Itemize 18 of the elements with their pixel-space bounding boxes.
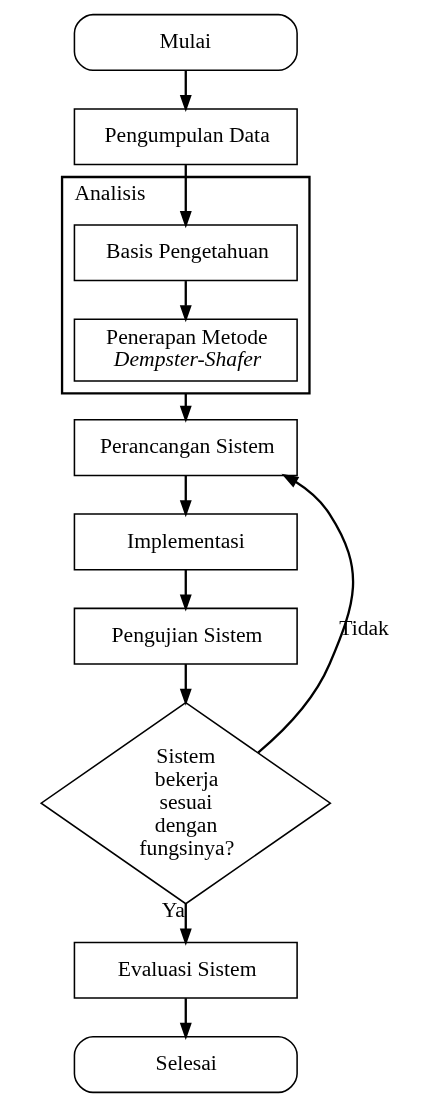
arrow — [179, 569, 192, 612]
arrow — [179, 281, 192, 323]
node-box: Perancangan Sistem — [73, 418, 298, 477]
node-box: Penerapan Metode Dempster-Shafer — [73, 318, 298, 382]
arrow — [179, 903, 192, 946]
arrow — [179, 165, 192, 229]
arrow — [179, 664, 192, 706]
arrow — [257, 473, 355, 754]
arrow — [179, 70, 192, 113]
arrow — [179, 998, 192, 1040]
node-box: Implementasi — [73, 513, 298, 571]
node-box: Mulai — [73, 13, 298, 72]
node-box: Pengumpulan Data — [73, 108, 298, 166]
node-box: Selesai — [73, 1035, 298, 1094]
node-box: Basis Pengetahuan — [73, 224, 298, 282]
arrow — [179, 475, 192, 518]
node-box: Evaluasi Sistem — [73, 941, 298, 999]
node-box: Pengujian Sistem — [73, 607, 298, 665]
